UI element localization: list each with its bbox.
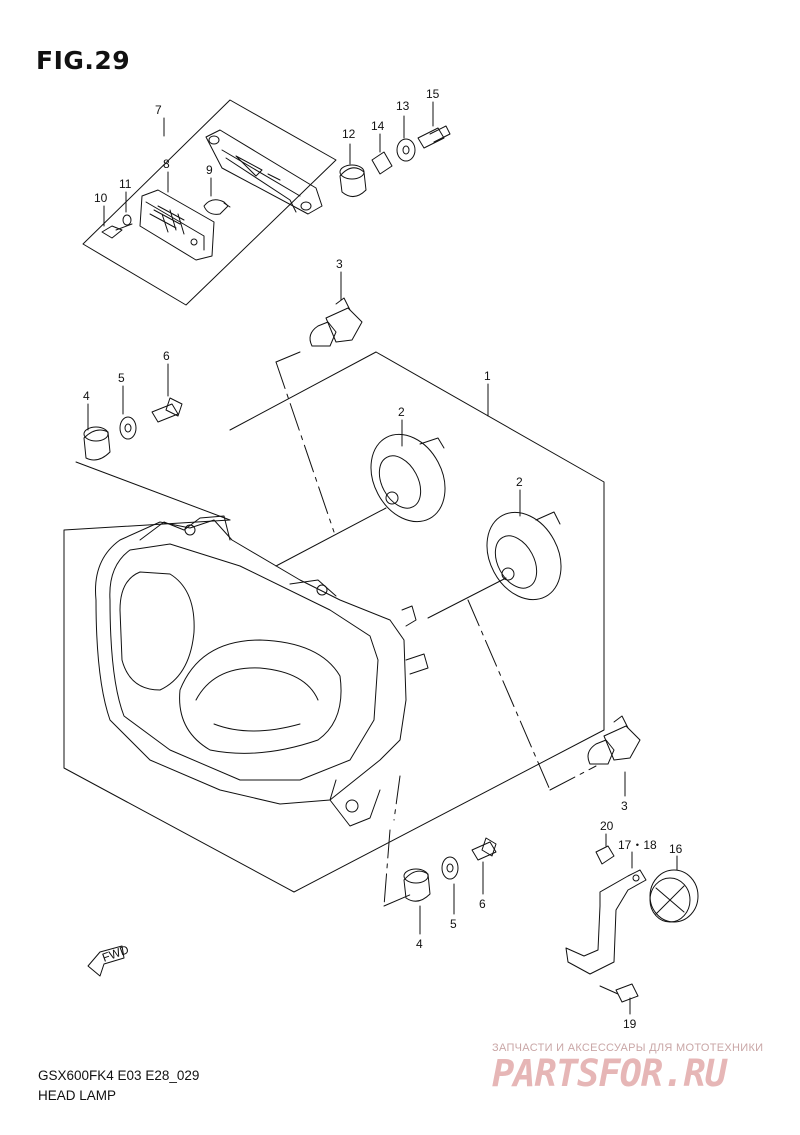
callout-2-upper: 2 bbox=[398, 405, 405, 419]
callout-5-upper: 5 bbox=[118, 371, 125, 385]
fwd-arrow-icon: FWD bbox=[87, 942, 131, 977]
callout-3-lower: 3 bbox=[621, 799, 628, 813]
screw-10 bbox=[101, 223, 133, 239]
callout-11: 11 bbox=[119, 177, 132, 191]
callout-12: 12 bbox=[342, 127, 356, 141]
callout-9: 9 bbox=[206, 163, 213, 177]
fwd-label: FWD bbox=[100, 942, 131, 965]
callout-5-lower: 5 bbox=[450, 917, 457, 931]
leader-line bbox=[275, 507, 387, 567]
bolt-6-lower bbox=[471, 837, 497, 861]
callout-3-upper: 3 bbox=[336, 257, 343, 271]
callout-20: 20 bbox=[600, 819, 614, 833]
headlamp-housing bbox=[95, 515, 429, 827]
callout-7: 7 bbox=[155, 103, 162, 117]
grommet-4-upper bbox=[83, 426, 111, 461]
headlamp-assembly-frame bbox=[63, 351, 605, 893]
small-bulb bbox=[203, 199, 231, 215]
cap-16 bbox=[649, 869, 699, 923]
lamp-bracket bbox=[205, 129, 323, 215]
callout-6-upper: 6 bbox=[163, 349, 170, 363]
callout-10: 10 bbox=[94, 191, 108, 205]
lamp-lens bbox=[139, 189, 215, 261]
watermark-logo: PARTSFOR.RU bbox=[492, 1052, 727, 1095]
callout-17-18: 17・18 bbox=[618, 838, 657, 852]
washer-13 bbox=[396, 138, 416, 162]
model-code: GSX600FK4 E03 E28_029 bbox=[38, 1068, 200, 1083]
section-name: HEAD LAMP bbox=[38, 1088, 117, 1103]
washer-11 bbox=[122, 214, 132, 226]
callout-15: 15 bbox=[426, 87, 440, 101]
headlamp-bulb-lower bbox=[587, 715, 641, 765]
figure-title: FIG.29 bbox=[36, 46, 131, 75]
license-lamp-group-frame bbox=[82, 99, 337, 306]
bulb-socket-upper bbox=[370, 433, 446, 523]
callout-leaders bbox=[87, 101, 678, 1015]
callout-6-lower: 6 bbox=[479, 897, 486, 911]
callout-19: 19 bbox=[623, 1017, 637, 1031]
watermark-caption: ЗАПЧАСТИ И АКСЕССУАРЫ ДЛЯ МОТОТЕХНИКИ bbox=[492, 1042, 764, 1054]
bracket-17-18 bbox=[565, 869, 647, 975]
bolt-6-upper bbox=[151, 397, 183, 423]
callout-1: 1 bbox=[484, 369, 491, 383]
callout-13: 13 bbox=[396, 99, 410, 113]
nut-20 bbox=[595, 845, 615, 865]
callout-4-upper: 4 bbox=[83, 389, 90, 403]
callout-14: 14 bbox=[371, 119, 385, 133]
bolt-15 bbox=[417, 125, 451, 149]
bulb-socket-lower bbox=[486, 511, 562, 601]
callout-4-lower: 4 bbox=[416, 937, 423, 951]
collar-14 bbox=[371, 151, 393, 175]
headlamp-bulb-upper bbox=[309, 297, 363, 347]
callout-8: 8 bbox=[163, 157, 170, 171]
grommet-12 bbox=[339, 164, 367, 197]
leader-line bbox=[427, 577, 507, 619]
washer-5-lower bbox=[441, 856, 459, 880]
callout-2-lower: 2 bbox=[516, 475, 523, 489]
washer-5-upper bbox=[119, 416, 137, 440]
grommet-4-lower bbox=[403, 868, 431, 902]
leader-lines bbox=[275, 351, 597, 907]
callout-16: 16 bbox=[669, 842, 683, 856]
screw-19 bbox=[599, 983, 639, 1003]
